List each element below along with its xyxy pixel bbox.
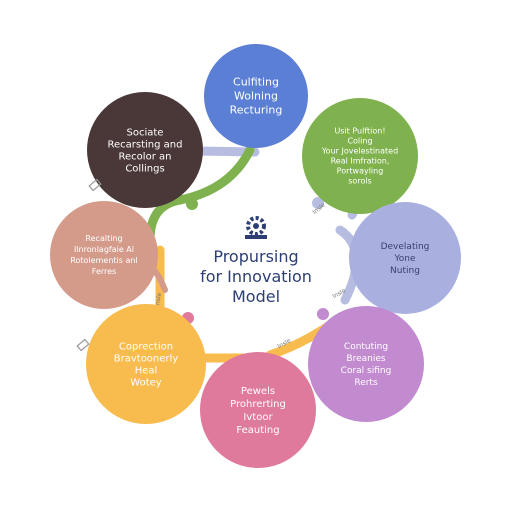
connector-tag: lnsle bbox=[154, 292, 163, 307]
node-circle bbox=[87, 92, 203, 208]
node-label-line: Coling bbox=[347, 137, 372, 146]
node-label-line: Pewels bbox=[241, 386, 275, 397]
connector-blue-green bbox=[175, 145, 255, 205]
node-label-line: Coral sifing bbox=[341, 366, 392, 376]
node-label-line: Contuting bbox=[344, 342, 388, 352]
node-label-line: sorols bbox=[348, 177, 371, 186]
node-label-line: Yone bbox=[393, 254, 416, 264]
node-circle bbox=[200, 352, 316, 468]
node-label-line: Feauting bbox=[236, 425, 279, 436]
battery-icon bbox=[76, 338, 90, 352]
node-label-line: Develating bbox=[381, 242, 430, 252]
center-title-line-3: Model bbox=[232, 287, 280, 306]
node-label-line: Usit Pulftion! bbox=[334, 127, 385, 136]
node-label-line: Ivtoor bbox=[243, 412, 273, 423]
node-label-line: Bravtoonerly bbox=[114, 353, 179, 364]
center-hub: Propursing for Innovation Model bbox=[200, 216, 312, 306]
node-label-line: Culfiting bbox=[233, 76, 279, 89]
node-label-line: Wolning bbox=[234, 90, 278, 103]
center-title-line-1: Propursing bbox=[213, 247, 298, 266]
node-label-line: Recalting bbox=[85, 234, 122, 243]
node-label-line: Rerts bbox=[354, 378, 378, 388]
node-circle bbox=[50, 201, 158, 309]
node-label-line: Recturing bbox=[230, 104, 283, 117]
node-label-line: Ilnronlagfaie Al bbox=[74, 245, 134, 254]
connector-dot bbox=[186, 198, 198, 210]
node-label-line: Recarsting and bbox=[108, 139, 183, 150]
connector-dot bbox=[317, 308, 329, 320]
gear-icon bbox=[245, 216, 267, 239]
node-circle bbox=[86, 304, 206, 424]
connector-dot bbox=[312, 197, 324, 209]
node-label-line: Breanies bbox=[346, 354, 385, 364]
node-label-line: Recolor an bbox=[119, 151, 172, 162]
node-label-line: Heal bbox=[135, 365, 158, 376]
node-label-line: Ferres bbox=[92, 267, 116, 276]
node-label-line: Collings bbox=[125, 163, 164, 174]
node-label-line: Rotolementis anl bbox=[70, 256, 137, 265]
center-title-line-2: for Innovation bbox=[200, 267, 312, 286]
side-icons bbox=[76, 178, 102, 352]
node-label-line: Wotey bbox=[130, 377, 161, 388]
node-label-line: Nuting bbox=[390, 266, 420, 276]
node-circle bbox=[204, 44, 308, 148]
node-label-line: Sociate bbox=[127, 127, 164, 138]
node-label-line: Coprection bbox=[119, 341, 173, 352]
node-label-line: Prohrerting bbox=[230, 399, 286, 410]
node-circle bbox=[308, 306, 424, 422]
node-label-line: Portwayling bbox=[337, 167, 384, 176]
node-circle bbox=[349, 202, 461, 314]
battery-icon bbox=[88, 178, 102, 192]
node-label-line: Real Imfration, bbox=[331, 157, 390, 166]
node-label-line: Your Jovelestinated bbox=[321, 147, 398, 156]
node-circle bbox=[302, 98, 418, 214]
